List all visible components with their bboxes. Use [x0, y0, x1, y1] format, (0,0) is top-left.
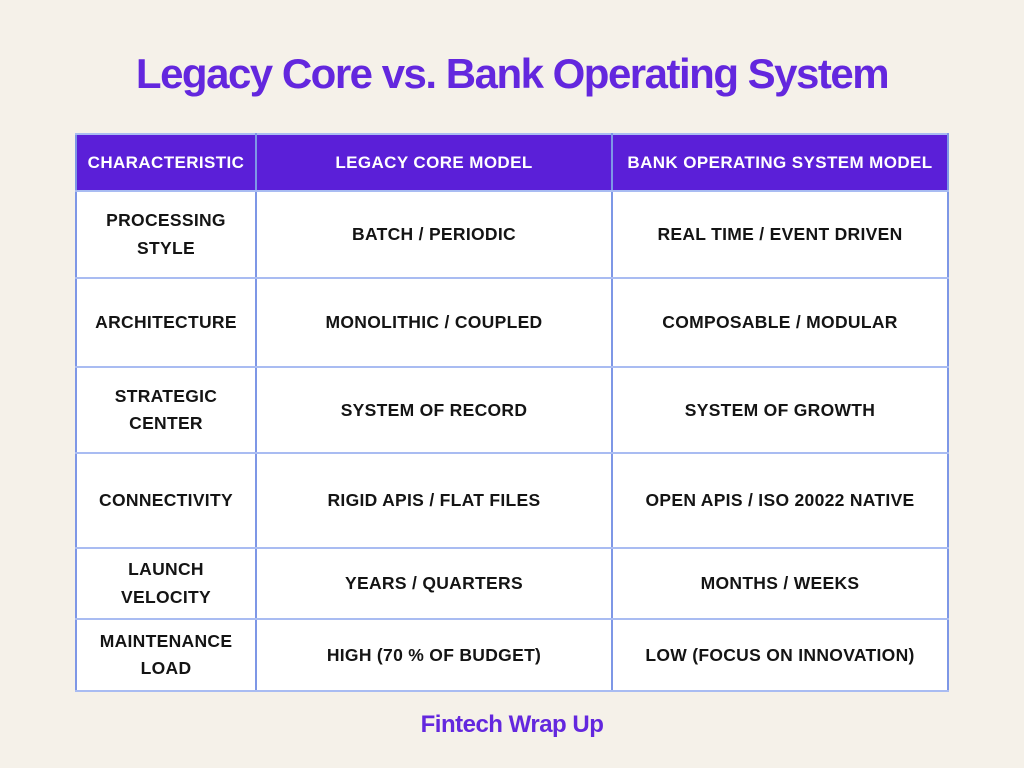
cell-characteristic: ARCHITECTURE	[75, 277, 257, 368]
header-characteristic: CHARACTERISTIC	[75, 133, 257, 192]
table-row: ARCHITECTURE MONOLITHIC / COUPLED COMPOS…	[75, 277, 949, 368]
cell-characteristic: PROCESSING STYLE	[75, 190, 257, 279]
cell-bos-value: SYSTEM OF GROWTH	[611, 366, 949, 454]
header-legacy-core-model: LEGACY CORE MODEL	[255, 133, 613, 192]
cell-legacy-value: SYSTEM OF RECORD	[255, 366, 613, 454]
table-row: LAUNCH VELOCITY YEARS / QUARTERS MONTHS …	[75, 547, 949, 620]
cell-legacy-value: YEARS / QUARTERS	[255, 547, 613, 620]
cell-characteristic: CONNECTIVITY	[75, 452, 257, 549]
comparison-table: CHARACTERISTIC LEGACY CORE MODEL BANK OP…	[75, 133, 949, 692]
cell-legacy-value: BATCH / PERIODIC	[255, 190, 613, 279]
cell-bos-value: COMPOSABLE / MODULAR	[611, 277, 949, 368]
cell-bos-value: OPEN APIS / ISO 20022 NATIVE	[611, 452, 949, 549]
cell-bos-value: REAL TIME / EVENT DRIVEN	[611, 190, 949, 279]
cell-legacy-value: MONOLITHIC / COUPLED	[255, 277, 613, 368]
table-row: PROCESSING STYLE BATCH / PERIODIC REAL T…	[75, 190, 949, 279]
page-title: Legacy Core vs. Bank Operating System	[135, 50, 890, 97]
table-row: CONNECTIVITY RIGID APIS / FLAT FILES OPE…	[75, 452, 949, 549]
cell-bos-value: LOW (FOCUS ON INNOVATION)	[611, 618, 949, 692]
cell-characteristic: MAINTENANCE LOAD	[75, 618, 257, 692]
table-row: MAINTENANCE LOAD HIGH (70 % OF BUDGET) L…	[75, 618, 949, 692]
cell-bos-value: MONTHS / WEEKS	[611, 547, 949, 620]
cell-characteristic: STRATEGIC CENTER	[75, 366, 257, 454]
table-header-row: CHARACTERISTIC LEGACY CORE MODEL BANK OP…	[75, 133, 949, 192]
cell-characteristic: LAUNCH VELOCITY	[75, 547, 257, 620]
brand-footer: Fintech Wrap Up	[420, 711, 604, 738]
table-row: STRATEGIC CENTER SYSTEM OF RECORD SYSTEM…	[75, 366, 949, 454]
header-bank-operating-system-model: BANK OPERATING SYSTEM MODEL	[611, 133, 949, 192]
cell-legacy-value: HIGH (70 % OF BUDGET)	[255, 618, 613, 692]
cell-legacy-value: RIGID APIS / FLAT FILES	[255, 452, 613, 549]
